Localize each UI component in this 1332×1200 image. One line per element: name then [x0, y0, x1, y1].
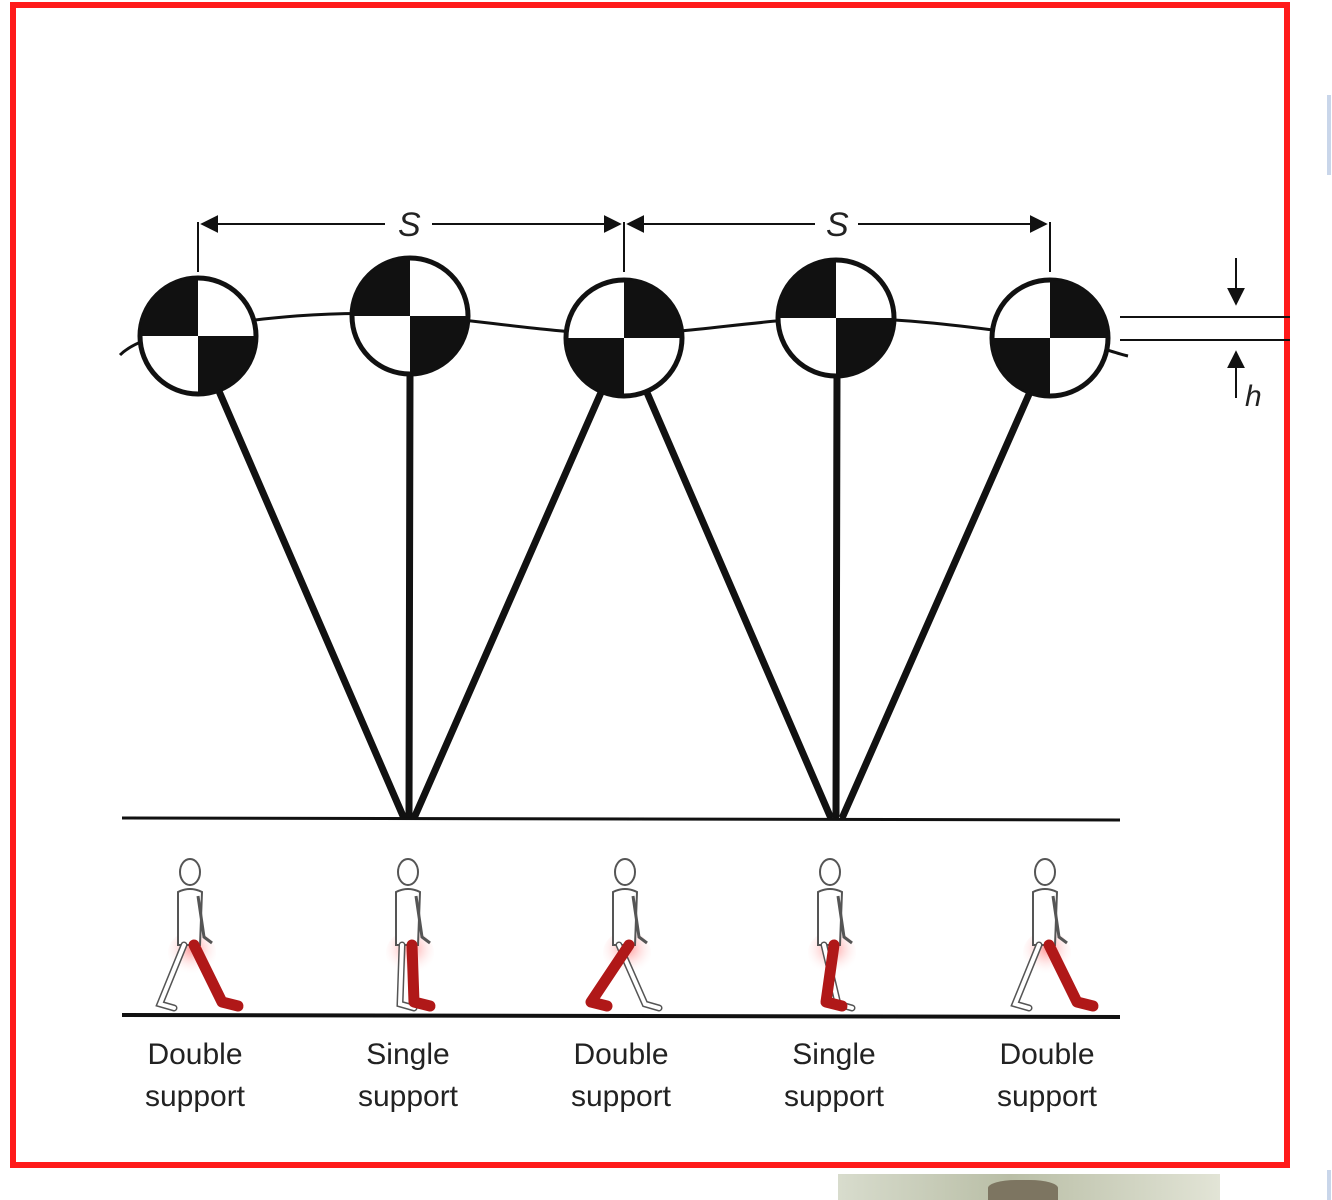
leg-line-4 — [641, 384, 834, 820]
leg-line-5 — [832, 371, 841, 820]
phase-label-3-line2: support — [571, 1080, 672, 1113]
walking-figure-1 — [155, 858, 244, 1012]
com-marker-2 — [349, 255, 471, 377]
walking-figure-4 — [808, 858, 856, 1012]
video-thumbnail-fragment — [838, 1174, 1220, 1200]
leg-line-3 — [411, 384, 607, 820]
phase-label-5-line2: support — [997, 1080, 1098, 1113]
ground-line-upper — [121, 816, 1121, 822]
phase-label-4-line1: Single — [792, 1038, 875, 1071]
stride-label-2: S — [826, 206, 849, 244]
phase-label-1-line2: support — [145, 1080, 246, 1113]
walking-figure-2 — [386, 858, 436, 1012]
stride-label-1: S — [398, 206, 421, 244]
com-marker-3 — [563, 277, 685, 399]
leg-line-6 — [839, 388, 1034, 820]
side-scrollbar-fragment — [1327, 95, 1331, 175]
phase-label-3-line1: Double — [573, 1038, 668, 1071]
phase-label-2-line1: Single — [366, 1038, 449, 1071]
com-marker-4 — [775, 257, 897, 379]
phase-labels: Double support Single support Double sup… — [145, 1038, 1098, 1113]
height-label: h — [1245, 380, 1262, 413]
phase-label-4-line2: support — [784, 1080, 885, 1113]
walking-figure-3 — [585, 858, 663, 1012]
com-marker-5 — [989, 277, 1111, 399]
ground-line-lower — [121, 1013, 1121, 1019]
phase-label-2-line2: support — [358, 1080, 459, 1113]
com-marker-1 — [137, 275, 259, 397]
leg-lines — [211, 368, 1034, 820]
red-selection-frame — [10, 2, 1290, 1168]
side-scrollbar-fragment-lower — [1327, 1170, 1331, 1200]
walking-figure-5 — [1010, 858, 1099, 1012]
leg-line-1 — [211, 378, 407, 820]
phase-label-1-line1: Double — [147, 1038, 242, 1071]
leg-line-2 — [405, 368, 414, 820]
phase-label-5-line1: Double — [999, 1038, 1094, 1071]
